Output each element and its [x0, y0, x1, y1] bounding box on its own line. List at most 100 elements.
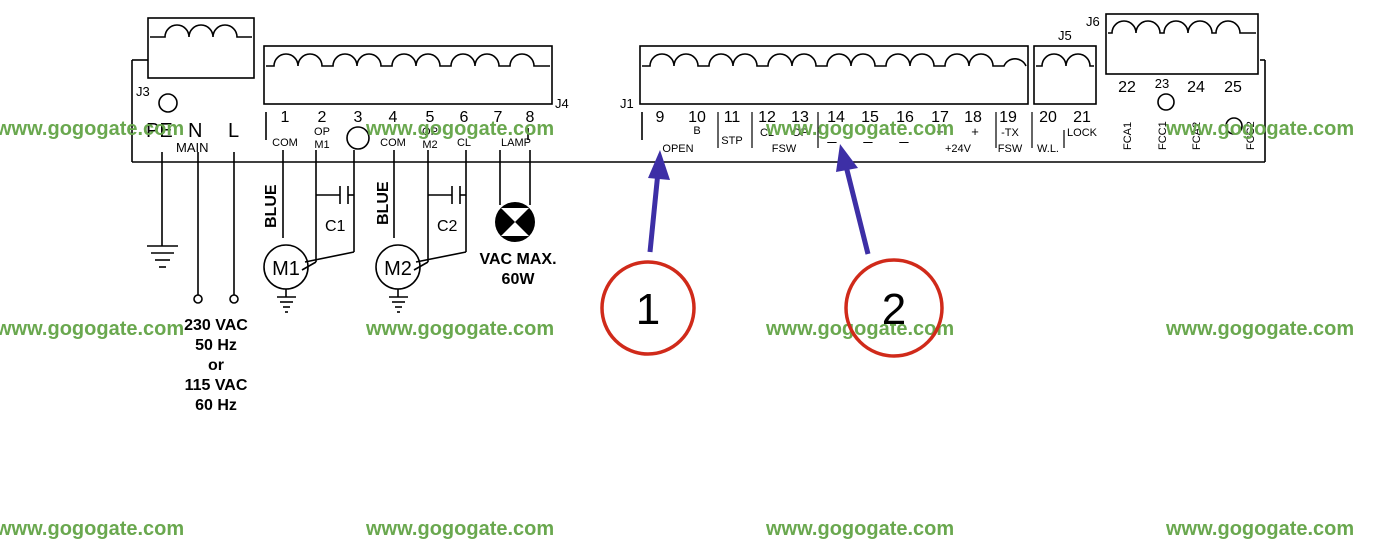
watermark: www.gogogate.com: [1165, 318, 1354, 340]
j5-wl-label: W.L.: [1037, 143, 1059, 155]
motor-2-circuit: BLUE C2 M2: [375, 150, 467, 313]
connector-j5: J5 20 21 W.L. LOCK: [1031, 28, 1098, 155]
j1-terminal-19: 19: [999, 109, 1017, 126]
j5-lock-label: LOCK: [1067, 127, 1098, 139]
annotation-1: 1: [600, 150, 696, 356]
watermark: www.gogogate.com: [0, 518, 184, 540]
j1-terminal-16-minus: _: [899, 127, 910, 144]
j1-terminal-17-plus: +: [936, 124, 944, 139]
j1-terminal-15: 15: [861, 109, 879, 126]
j4-terminal-7: 7: [494, 109, 503, 126]
j6-screw-2: [1225, 117, 1243, 135]
j4-terminal-4: 4: [389, 109, 398, 126]
j1-stp-label: STP: [721, 135, 742, 147]
annotation-1-number: 1: [636, 285, 660, 334]
lamp-circuit: VAC MAX. 60W: [479, 150, 557, 288]
j4-terminal-2-label: OP: [314, 126, 330, 138]
lamp-terminal-label: LAMP: [501, 137, 531, 149]
connector-j1: J1 9 10 11 12 13 14 15 16 17 18 19 B OPE…: [620, 45, 1029, 155]
j4-terminal-5-label2: M2: [422, 139, 437, 151]
main-label: MAIN: [176, 140, 209, 155]
j5-terminal-21: 21: [1073, 109, 1091, 126]
supply-line-4: 115 VAC: [185, 377, 248, 394]
j1-op-label: OP: [792, 127, 808, 139]
j6-fca2-label: FCA2: [1191, 122, 1203, 150]
annotation-2: 2: [836, 144, 944, 358]
j4-terminal-1: 1: [281, 109, 290, 126]
j1-terminal-18-plus: +: [971, 124, 979, 139]
j1-24v-label: +24V: [945, 143, 972, 155]
j1-terminal-9: 9: [656, 109, 665, 126]
supply-line-5: 60 Hz: [195, 397, 237, 414]
j1-terminal-17: 17: [931, 109, 949, 126]
supply-line-3: or: [208, 357, 224, 374]
connector-j6: J6 22 23 24 25 FCA1 FCC1 FCA2 FCC2: [1086, 13, 1259, 150]
j1-label: J1: [620, 96, 634, 111]
j1-terminal-13: 13: [791, 109, 809, 126]
watermark: www.gogogate.com: [365, 118, 554, 140]
j1-open-label: OPEN: [662, 143, 693, 155]
j6-screw-1: [1157, 93, 1175, 111]
j6-terminal-25: 25: [1224, 79, 1242, 96]
j4-terminal-2: 2: [318, 109, 327, 126]
j1-terminal-15-minus: _: [863, 127, 874, 144]
watermark: www.gogogate.com: [365, 518, 554, 540]
j1-fsw-label: FSW: [772, 143, 797, 155]
supply-line-2: 50 Hz: [195, 337, 237, 354]
j4-terminal-6-label: CL: [457, 137, 471, 149]
j6-terminal-22: 22: [1118, 79, 1136, 96]
j1-terminal-12: 12: [758, 109, 776, 126]
j5-terminal-20: 20: [1039, 109, 1057, 126]
n-label: N: [188, 120, 202, 142]
j1-terminal-11: 11: [724, 109, 741, 126]
j4-terminal-2-label2: M1: [314, 139, 329, 151]
j4-terminal-5: 5: [426, 109, 435, 126]
j6-terminal-24: 24: [1187, 79, 1205, 96]
l-label: L: [228, 120, 239, 142]
power-wiring: 230 VAC 50 Hz or 115 VAC 60 Hz: [147, 152, 248, 414]
j1-terminal-14-minus: _: [827, 127, 838, 144]
j6-label: J6: [1086, 14, 1100, 29]
motor-1-blue-label: BLUE: [263, 184, 280, 228]
watermark: www.gogogate.com: [0, 318, 184, 340]
j1-b-label: B: [693, 125, 700, 137]
j1-fsw2-label: FSW: [998, 143, 1023, 155]
j1-terminal-16: 16: [896, 109, 914, 126]
j1-terminal-18: 18: [964, 109, 982, 126]
connector-j3: J3 PE N L MAIN: [136, 17, 255, 155]
j4-terminal-1-label: COM: [272, 137, 298, 149]
watermark: www.gogogate.com: [765, 318, 954, 340]
watermark: www.gogogate.com: [365, 318, 554, 340]
supply-line-1: 230 VAC: [184, 317, 248, 334]
watermark: www.gogogate.com: [765, 518, 954, 540]
j6-fca1-label: FCA1: [1122, 122, 1134, 150]
capacitor-c2-label: C2: [437, 218, 458, 235]
j6-terminal-23: 23: [1155, 76, 1169, 91]
connector-j4: J4 1 COM 2 OP M1 3 4 COM 5 OP M2 6 CL 7 …: [263, 45, 569, 151]
j6-fcc1-label: FCC1: [1157, 121, 1169, 150]
j4-terminal-3: 3: [354, 109, 363, 126]
j4-screw: [346, 126, 370, 150]
lamp-rating-2: 60W: [502, 271, 536, 288]
j6-fcc2-label: FCC2: [1245, 121, 1257, 150]
annotation-2-number: 2: [882, 285, 906, 334]
j4-terminal-6: 6: [460, 109, 469, 126]
watermark: www.gogogate.com: [0, 118, 184, 140]
watermark: www.gogogate.com: [1165, 118, 1354, 140]
j1-terminal-14: 14: [827, 109, 845, 126]
j1-cl-label: CL: [760, 127, 774, 139]
j4-terminal-5-label: OP: [422, 126, 438, 138]
motor-1-circuit: BLUE C1 M1: [263, 150, 355, 313]
watermarks: www.gogogate.com www.gogogate.com www.go…: [0, 118, 1354, 540]
lamp-rating-1: VAC MAX.: [479, 251, 556, 268]
j5-label: J5: [1058, 28, 1072, 43]
j4-label: J4: [555, 96, 569, 111]
j4-terminal-8: 8: [526, 109, 535, 126]
j3-label: J3: [136, 84, 150, 99]
j1-terminal-10: 10: [688, 109, 706, 126]
watermark: www.gogogate.com: [765, 118, 954, 140]
pe-label: PE: [146, 120, 173, 142]
motor-m1-label: M1: [272, 258, 300, 280]
motor-2-blue-label: BLUE: [375, 181, 392, 225]
